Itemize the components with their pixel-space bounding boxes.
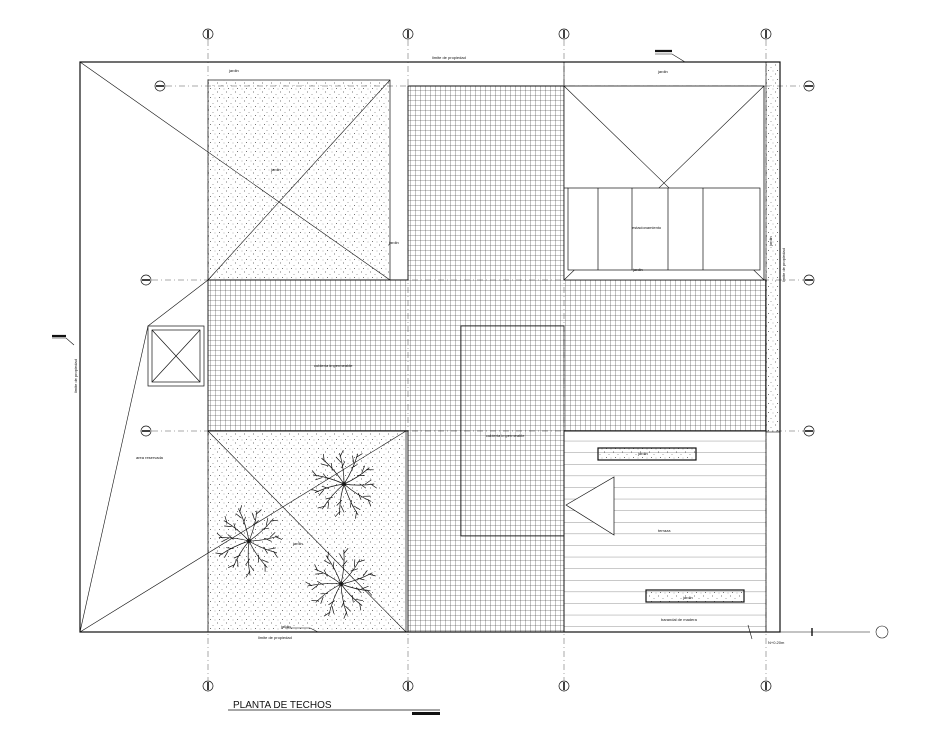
axis-bubble (140, 274, 152, 286)
roof-label-top: cubierta impermeable (314, 363, 353, 368)
jardin-label-8: jardin (637, 451, 648, 456)
parking-label: estacionamiento (632, 225, 662, 230)
axis-bubble (558, 28, 570, 40)
side-strip (765, 61, 781, 433)
axis-bubble (558, 680, 570, 692)
annotations: limite de propiedad limite de propiedad … (73, 55, 786, 645)
jardin-label-4: jardin (657, 69, 668, 74)
planter-bottom (645, 589, 745, 603)
terrace-label: terraza (658, 528, 671, 533)
grid-bubbles (140, 28, 815, 692)
jardin-label-5: jardin (632, 267, 643, 272)
tree-icon (305, 548, 376, 619)
railing-label: barandal de madera (661, 617, 698, 622)
planter-top (597, 447, 697, 461)
property-limit-bottom-label: limite de propiedad (258, 635, 292, 640)
axis-bubble (760, 28, 772, 40)
axis-bubble (202, 28, 214, 40)
tree-icon (311, 450, 377, 519)
tree-icon (215, 505, 283, 578)
terrace-triangle (565, 476, 615, 536)
axis-bubble (760, 680, 772, 692)
scale-bar (412, 712, 440, 715)
axis-bubble (803, 80, 815, 92)
axis-bubble (140, 425, 152, 437)
roof-label-mid: cubierta impermeable (486, 433, 525, 438)
jardin-label-9: jardin (682, 595, 693, 600)
axis-bubble (803, 425, 815, 437)
access-line (747, 624, 889, 640)
jardin-label-10: jardin (768, 236, 773, 247)
jardin-label-1: jardin (228, 68, 239, 73)
axis-bubble (154, 80, 166, 92)
level-label: N+0.20m (768, 640, 785, 645)
axis-bubble (202, 680, 214, 692)
jardin-label-7: jardin (280, 624, 291, 629)
drawing-title: PLANTA DE TECHOS (233, 700, 332, 711)
left-roof-lines (79, 62, 209, 633)
property-limit-left-label: limite de propiedad (73, 359, 78, 393)
parking-stalls (564, 187, 761, 271)
property-limit-top-label: limite de propiedad (432, 55, 466, 60)
axis-bubble (402, 680, 414, 692)
jardin-label-3: jardin (388, 240, 399, 245)
tree-group (215, 450, 377, 619)
skylight (147, 325, 205, 387)
reserved-area-label: area reservada (136, 455, 164, 460)
leaders (52, 49, 686, 633)
jardin-label-6: jardin (292, 541, 303, 546)
property-limit-right-label: limite de propiedad (781, 248, 786, 282)
axis-bubble (803, 274, 815, 286)
axis-bubble (402, 28, 414, 40)
jardin-label-2: jardin (270, 167, 281, 172)
